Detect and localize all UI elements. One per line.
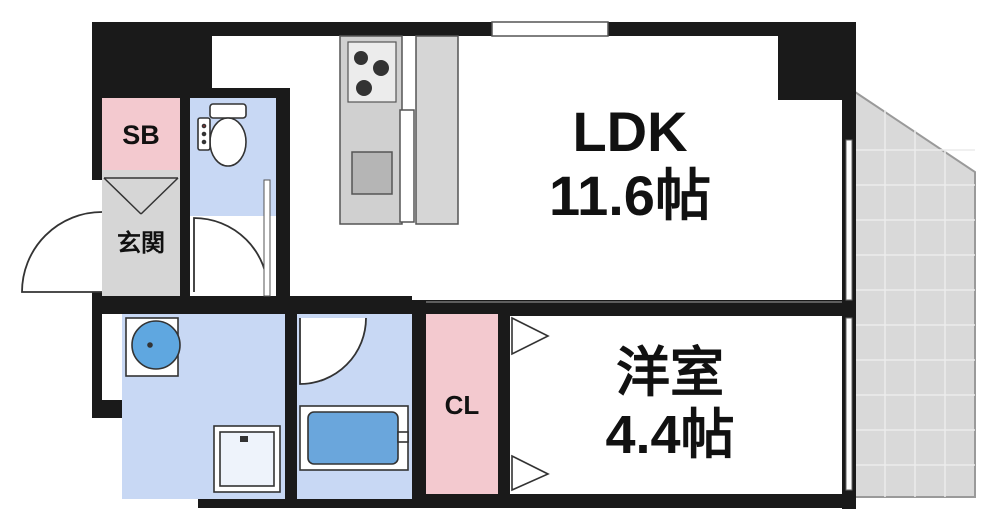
- storage-bay-floor: [102, 98, 180, 170]
- closet-floor: [426, 314, 498, 494]
- western-room-size: 4.4帖: [605, 405, 735, 465]
- entrance-label: 玄関: [117, 230, 165, 257]
- shoe-cabinet: [103, 177, 179, 215]
- toilet-icon: [197, 103, 247, 167]
- toilet-door-frame: [263, 179, 271, 297]
- bathtub-icon: [299, 405, 409, 471]
- balcony: [854, 90, 976, 498]
- closet-doors: [511, 316, 550, 492]
- storage-bay-label: SB: [122, 120, 160, 150]
- washing-machine-pan-icon: [213, 425, 281, 493]
- window-right: [845, 139, 853, 491]
- door-swing-icon: [21, 211, 103, 293]
- western-room-name: 洋室: [616, 343, 724, 403]
- ldk-room-name: LDK: [572, 100, 688, 163]
- stove-icon: [347, 41, 397, 103]
- washbasin-icon: [125, 317, 181, 377]
- entrance-floor: [102, 170, 180, 296]
- window-top: [491, 21, 609, 37]
- door-swing-icon: [299, 317, 367, 385]
- sink-icon: [351, 151, 393, 195]
- closet-label: CL: [444, 390, 480, 420]
- ldk-room-size: 11.6帖: [549, 164, 711, 227]
